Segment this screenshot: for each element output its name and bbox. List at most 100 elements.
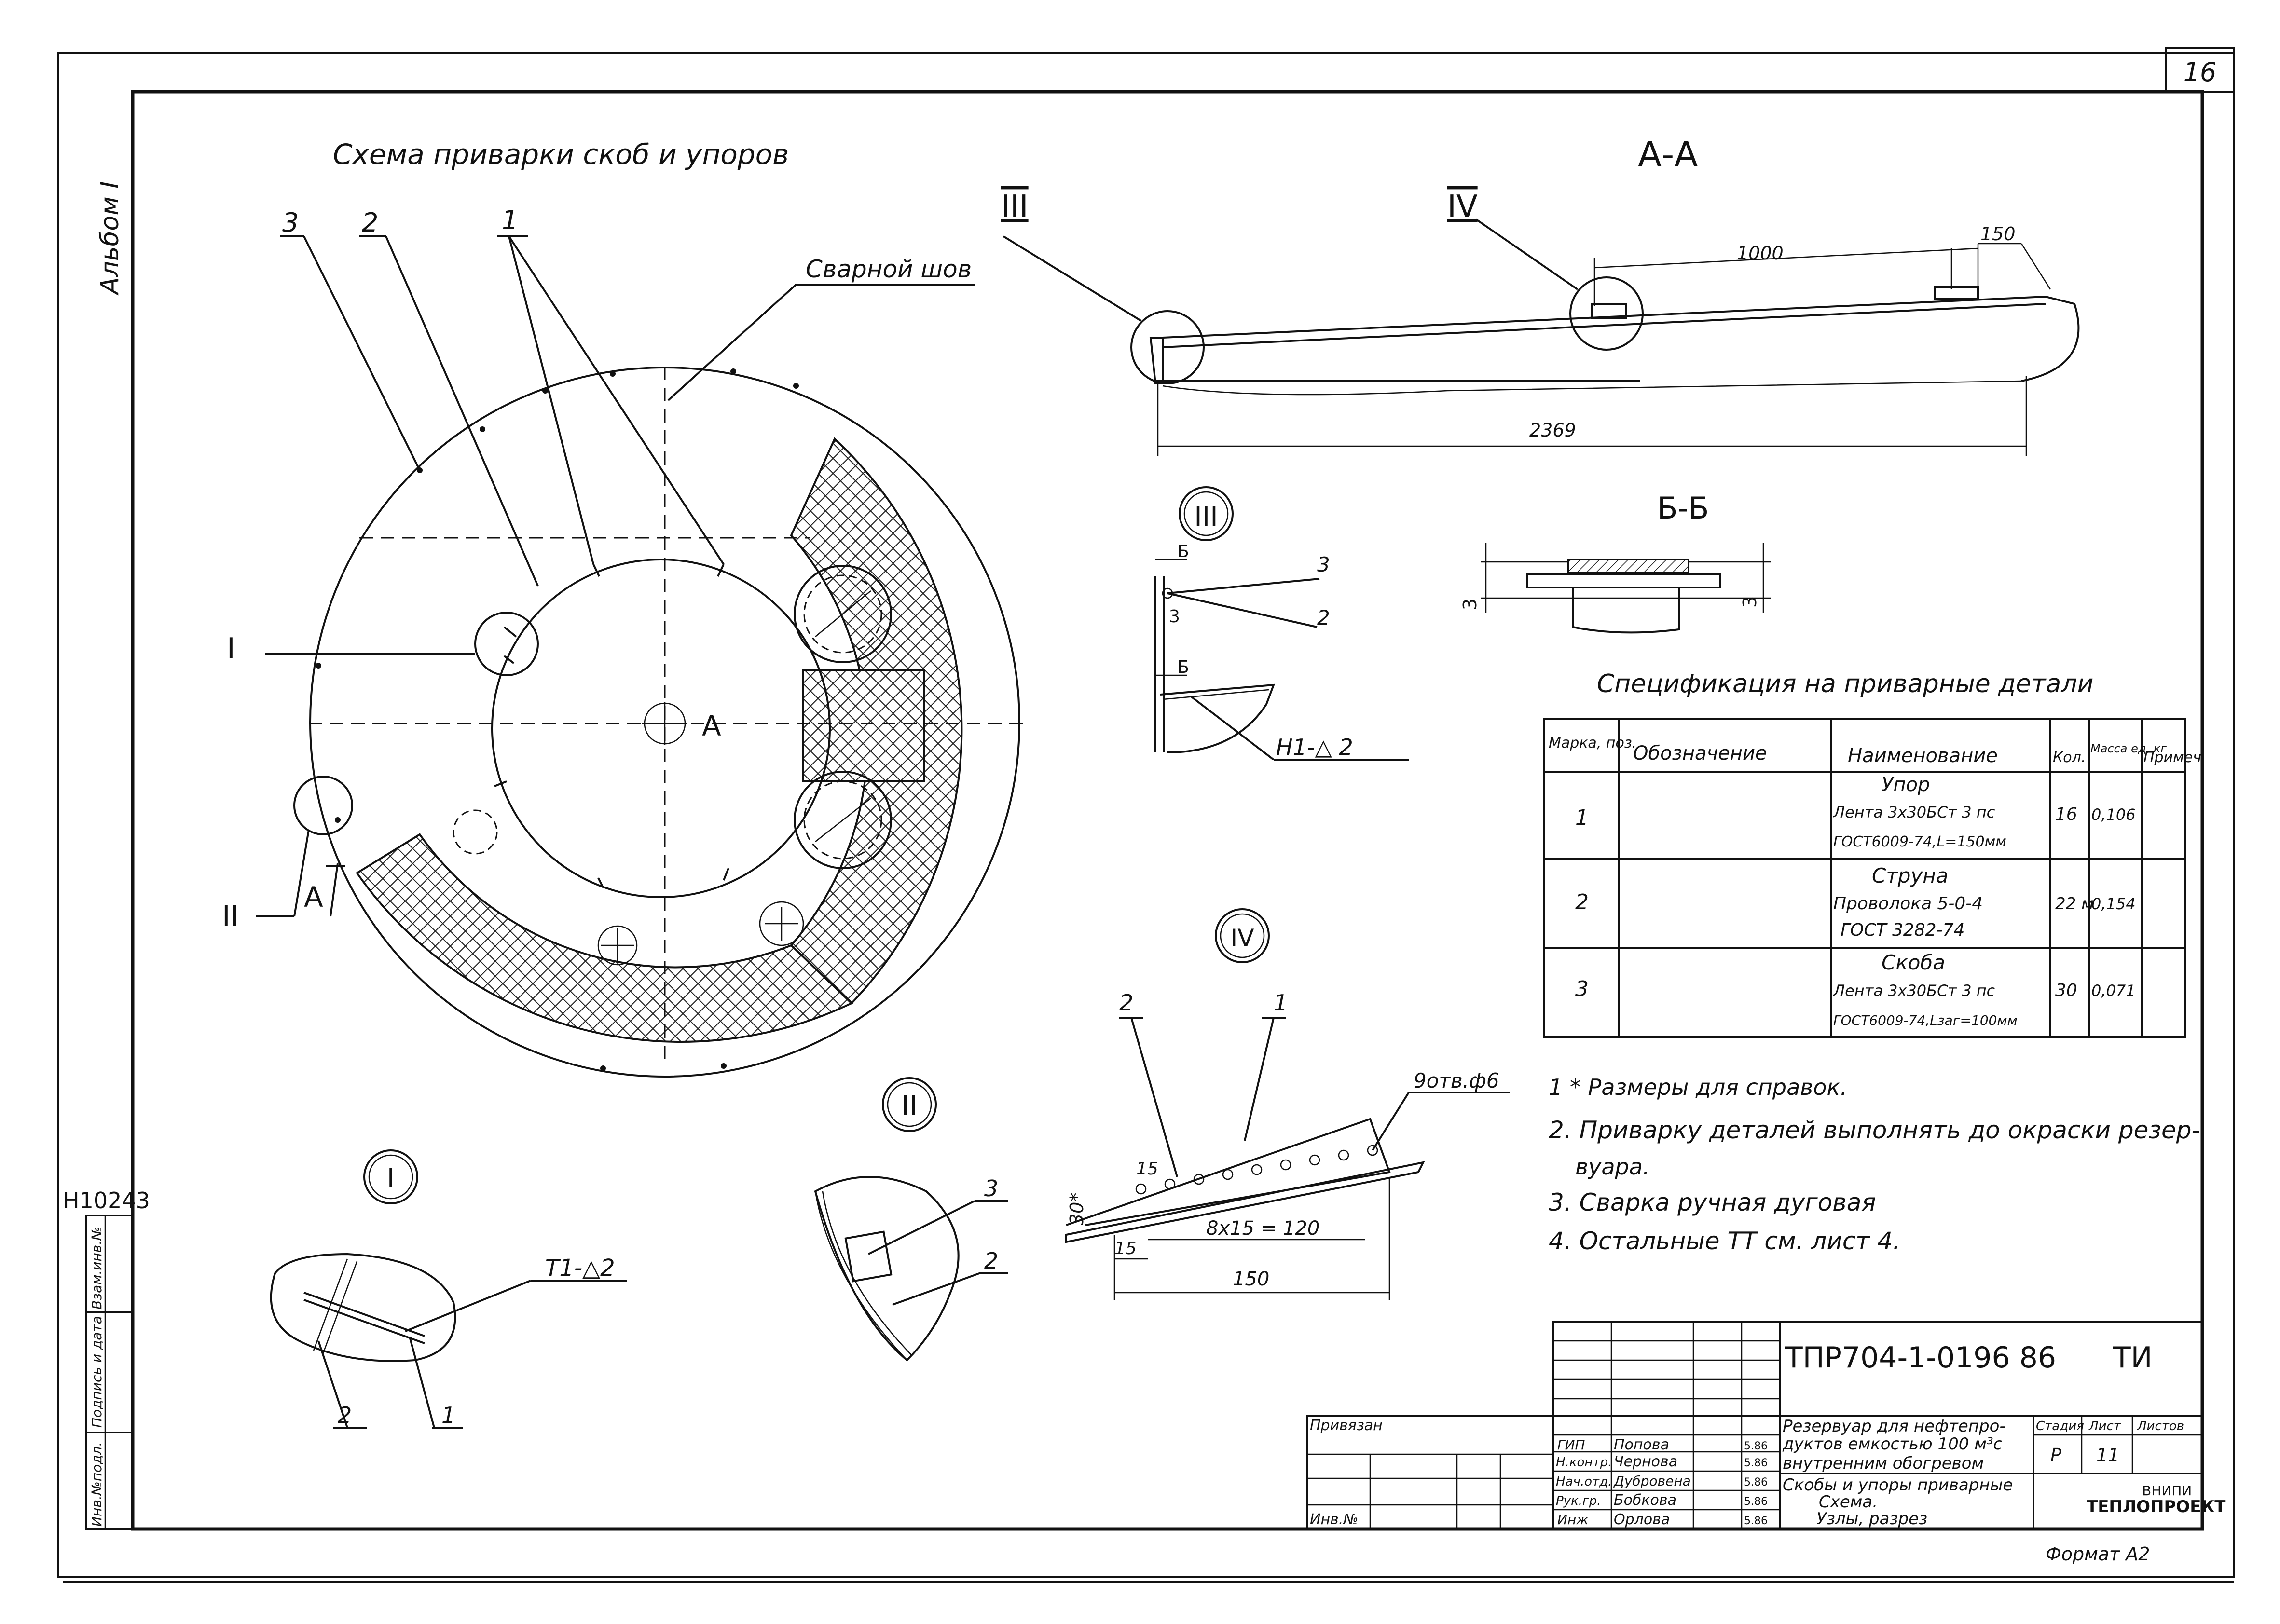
node-IV-dim30: 30* — [1066, 1193, 1087, 1225]
doc-code: ТПР704-1-0196 86 — [1785, 1341, 2056, 1375]
sheets-header: Листов — [2137, 1419, 2184, 1433]
spec-hdr-qty: Кол. — [2053, 749, 2086, 766]
spec-hdr-designation: Обозначение — [1633, 742, 1767, 764]
date-2: 5.86 — [1744, 1457, 1768, 1469]
node-I-weld: Т1-△2 — [545, 1255, 615, 1282]
hatched-block — [802, 669, 925, 782]
project-line1: Резервуар для нефтепро- — [1783, 1417, 2005, 1436]
spec-row2-qty: 22 м — [2055, 894, 2094, 914]
dim-1000: 1000 — [1737, 243, 1784, 264]
date-4: 5.86 — [1744, 1496, 1768, 1508]
node-III-pos2: 2 — [1317, 606, 1330, 629]
scheme-title: Схема приварки скоб и упоров — [333, 138, 789, 171]
role-nkontr: Н.контр. — [1556, 1455, 1612, 1470]
inv-no-label: Инв.№ — [1310, 1511, 1358, 1528]
welding-scheme: Схема приварки скоб и упоров — [222, 138, 1028, 1078]
sheet-header: Лист — [2088, 1419, 2121, 1433]
spec-row1-title: Упор — [1882, 774, 1930, 796]
note-2-cont: вуара. — [1575, 1154, 1650, 1180]
node-IV-dim15b: 15 — [1114, 1239, 1137, 1258]
spec-row2-title: Струна — [1872, 864, 1949, 887]
sheet-title-2: Схема. — [1819, 1492, 1878, 1512]
node-III-weld: Н1-△ 2 — [1276, 734, 1353, 760]
bb-dim3-right: 3 — [1739, 596, 1760, 608]
spec-hdr-name: Наименование — [1848, 745, 1998, 767]
album-label: Альбом I — [96, 181, 124, 296]
spec-hdr-mass: Масса ед, кг — [2090, 742, 2167, 755]
section-A-label-2: А — [304, 881, 323, 914]
org-name-2: ТЕПЛОПРОЕКТ — [2087, 1497, 2226, 1516]
pos-3-label: 3 — [282, 207, 299, 238]
spec-hdr-mark: Марка, поз. — [1549, 735, 1636, 751]
notes: 1 * Размеры для справок. 2. Приварку дет… — [1549, 1074, 2200, 1255]
vzam-inv-label: Взам.инв.№ — [89, 1227, 105, 1310]
node-IV-pos1: 1 — [1274, 990, 1288, 1016]
date-1: 5.86 — [1744, 1440, 1768, 1452]
node-I-pos1: 1 — [441, 1402, 455, 1428]
project-line2: дуктов емкостью 100 м³с — [1782, 1434, 2002, 1454]
node-IV-title: IV — [1231, 924, 1254, 952]
left-strip: Альбом I Н10243 Взам.инв.№ Подпись и дат… — [63, 181, 150, 1530]
node-IV-dim150: 150 — [1233, 1268, 1269, 1290]
dim-2369: 2369 — [1529, 420, 1576, 441]
spec-hdr-note: Примеч — [2143, 749, 2201, 766]
name-popova: Попова — [1614, 1436, 1669, 1453]
node-I-title: I — [387, 1163, 395, 1194]
spec-row1-mass: 0,106 — [2091, 805, 2136, 824]
node-I-pos2: 2 — [338, 1402, 352, 1428]
inventory-stamp: Н10243 — [63, 1187, 150, 1214]
stage-header: Стадия — [2036, 1419, 2084, 1433]
node-IV-holes — [1135, 1145, 1378, 1195]
spec-row3-title: Скоба — [1882, 951, 1945, 974]
node-II-marker: II — [222, 900, 239, 933]
role-nachotd: Нач.отд. — [1556, 1474, 1612, 1489]
node-II-pos2: 2 — [984, 1248, 998, 1274]
note-3: 3. Сварка ручная дуговая — [1549, 1188, 1876, 1216]
node-III-b-bottom: Б — [1177, 657, 1189, 677]
name-dubrovena: Дубровена — [1613, 1473, 1691, 1489]
node-III-detail: III Б Б 3 2 3 Н1-△ 2 — [1154, 486, 1409, 761]
podpis-data-label: Подпись и дата — [89, 1316, 105, 1428]
weld-seam-label: Сварной шов — [806, 255, 972, 283]
node-IV-pos2: 2 — [1119, 990, 1133, 1016]
spec-row1-qty: 16 — [2055, 805, 2077, 824]
privyazan-label: Привязан — [1310, 1417, 1383, 1434]
sheet-value: 11 — [2096, 1445, 2119, 1466]
bb-dim3-left: 3 — [1459, 599, 1481, 610]
spec-row3-mass: 0,071 — [2091, 982, 2136, 1000]
name-bobkova: Бобкова — [1614, 1492, 1676, 1509]
spec-row2-name1: Проволока 5-0-4 — [1833, 894, 1983, 914]
role-rukgr: Рук.гр. — [1556, 1494, 1601, 1508]
node-IV-holes-label: 9отв.ф6 — [1414, 1069, 1499, 1092]
pos-2-label: 2 — [362, 207, 378, 238]
hatched-ring-bottom — [356, 833, 853, 1043]
section-aa: А-А III IV 1000 150 2369 — [1001, 134, 2080, 456]
node-II-title: II — [901, 1091, 917, 1122]
node-IV-detail: IV 2 1 9отв.ф6 15 8х15 = 120 15 15 — [1065, 908, 1510, 1300]
spec-row3-name1: Лента 3х30БСт 3 пс — [1833, 982, 1995, 1000]
spec-row2-mark: 2 — [1575, 890, 1589, 914]
section-node-III: III — [1001, 189, 1029, 225]
section-aa-title: А-А — [1638, 134, 1698, 175]
title-block: ТПР704-1-0196 86 ТИ Привязан Инв.№ ГИП Н… — [1306, 1321, 2226, 1565]
doc-type: ТИ — [2113, 1341, 2153, 1375]
sheet-title-3: Узлы, разрез — [1816, 1509, 1927, 1528]
pos-1-label: 1 — [502, 205, 518, 235]
dim-150-top: 150 — [1980, 223, 2016, 245]
inv-podl-label: Инв.№подл. — [89, 1442, 105, 1527]
org-name-1: ВНИПИ — [2142, 1483, 2192, 1499]
sheet-number: 16 — [2184, 57, 2217, 87]
node-IV-dim15a: 15 — [1136, 1159, 1158, 1179]
node-I-detail: I Т1-△2 2 1 — [270, 1149, 627, 1429]
date-3: 5.86 — [1744, 1476, 1768, 1488]
node-III-pos3: 3 — [1317, 553, 1330, 576]
clip-dots — [316, 368, 799, 1071]
spec-row2-name2: ГОСТ 3282-74 — [1840, 920, 1964, 940]
sheet-title-1: Скобы и упоры приварные — [1783, 1475, 2013, 1495]
tank-inner-circle — [491, 559, 831, 898]
spec-row2-mass: 0,154 — [2091, 895, 2136, 913]
sheet-frame — [57, 47, 2235, 1583]
node-II-pos3: 3 — [984, 1175, 998, 1201]
role-gip: ГИП — [1557, 1437, 1585, 1453]
